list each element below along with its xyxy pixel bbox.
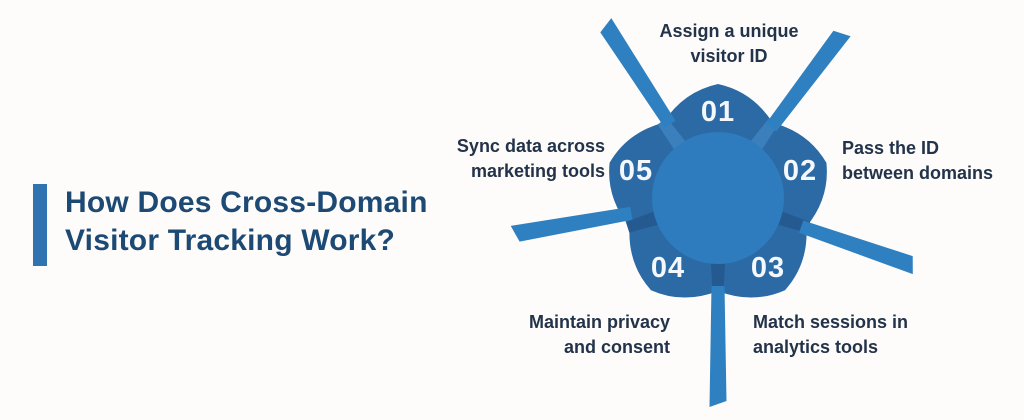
- center-circle: [652, 132, 784, 264]
- step-number-5: 05: [619, 155, 653, 187]
- page-title: How Does Cross-Domain Visitor Tracking W…: [65, 186, 428, 257]
- ray-bottom: [709, 286, 727, 407]
- step-label-assign-visitor-id: Assign a unique visitor ID: [659, 21, 799, 66]
- step-label-maintain-privacy: Maintain privacy and consent: [528, 312, 670, 357]
- step-label-sync-data: Sync data across marketing tools: [456, 136, 605, 181]
- ray-top-left: [600, 18, 676, 128]
- ray-right: [799, 220, 913, 275]
- title-accent-bar: [33, 184, 47, 266]
- step-number-3: 03: [751, 252, 785, 284]
- title-section: How Does Cross-Domain Visitor Tracking W…: [33, 184, 428, 266]
- step-number-4: 04: [651, 252, 685, 284]
- step-label-pass-id-between-domains: Pass the ID between domains: [842, 138, 994, 183]
- step-number-2: 02: [783, 155, 817, 187]
- step-label-match-sessions: Match sessions in analytics tools: [753, 312, 909, 357]
- ray-top-right: [765, 30, 851, 132]
- ray-left: [510, 206, 633, 242]
- step-number-1: 01: [701, 96, 735, 128]
